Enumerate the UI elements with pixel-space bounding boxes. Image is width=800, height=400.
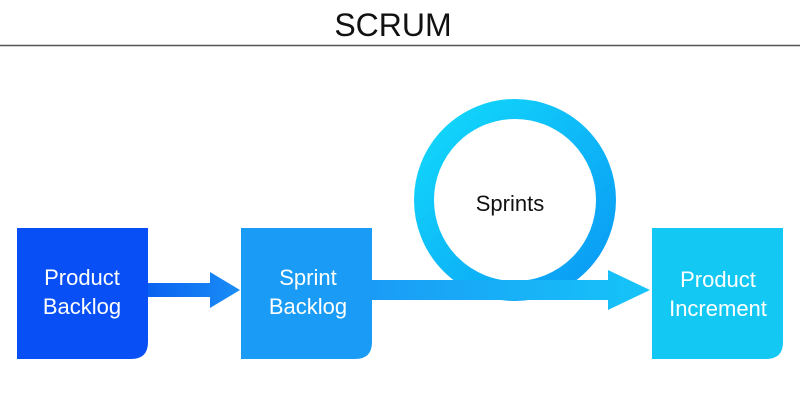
product-increment-line1: Product	[680, 267, 756, 292]
sprints-label: Sprints	[476, 191, 544, 216]
product-increment-line2: Increment	[669, 296, 767, 321]
sprint-backlog-line2: Backlog	[269, 294, 347, 319]
page-title: SCRUM	[334, 7, 451, 43]
node-product-increment: Product Increment	[652, 228, 783, 359]
sprint-backlog-line1: Sprint	[279, 265, 336, 290]
node-sprint-backlog: Sprint Backlog	[241, 228, 372, 359]
product-backlog-line2: Backlog	[43, 294, 121, 319]
product-backlog-line1: Product	[44, 265, 120, 290]
arrow-backlog-to-sprint	[148, 272, 240, 308]
node-product-backlog: Product Backlog	[17, 228, 148, 359]
arrow-sprint-to-increment	[372, 270, 650, 310]
